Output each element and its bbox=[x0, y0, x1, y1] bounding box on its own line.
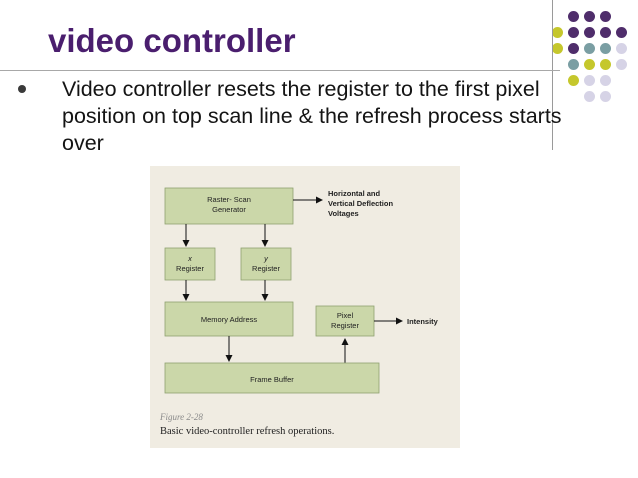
decor-dot bbox=[600, 75, 611, 86]
decor-dot bbox=[568, 75, 579, 86]
figure-image: Raster- Scan Generator Horizontal and Ve… bbox=[150, 166, 460, 448]
decor-dot bbox=[616, 43, 627, 54]
decor-dot bbox=[600, 91, 611, 102]
decor-dot bbox=[584, 59, 595, 70]
decor-dot bbox=[600, 11, 611, 22]
decor-dot bbox=[552, 43, 563, 54]
y-register-label-2: Register bbox=[252, 264, 280, 273]
pixel-register-box bbox=[315, 305, 375, 337]
intensity-label: Intensity bbox=[407, 317, 439, 326]
deflection-label-3: Voltages bbox=[328, 209, 359, 218]
block-diagram: Raster- Scan Generator Horizontal and Ve… bbox=[159, 187, 439, 437]
decor-dot bbox=[584, 75, 595, 86]
memory-address-label: Memory Address bbox=[201, 315, 258, 324]
deflection-label-1: Horizontal and bbox=[328, 189, 381, 198]
raster-scan-label-2: Generator bbox=[212, 205, 246, 214]
frame-buffer-box bbox=[164, 362, 380, 394]
y-register-box bbox=[240, 247, 292, 281]
figure-caption: Basic video-controller refresh operation… bbox=[160, 426, 334, 437]
decorative-vertical-rule bbox=[552, 0, 553, 150]
decor-dot bbox=[616, 27, 627, 38]
decor-dot bbox=[600, 59, 611, 70]
x-register-label-2: Register bbox=[176, 264, 204, 273]
decor-dot bbox=[568, 59, 579, 70]
decor-dot bbox=[600, 43, 611, 54]
memory-address-box bbox=[164, 301, 294, 337]
decor-dot bbox=[584, 43, 595, 54]
y-register-label-1: y bbox=[263, 254, 269, 263]
decor-dot bbox=[568, 43, 579, 54]
decor-dot bbox=[552, 27, 563, 38]
raster-scan-generator-box bbox=[164, 187, 294, 225]
raster-scan-label-1: Raster- Scan bbox=[207, 195, 251, 204]
figure-number: Figure 2-28 bbox=[159, 412, 203, 422]
slide-title: video controller bbox=[48, 22, 296, 59]
decor-dot bbox=[600, 27, 611, 38]
pixel-register-label-1: Pixel bbox=[337, 311, 354, 320]
bullet-dot-icon bbox=[18, 85, 26, 93]
title-underline-rule bbox=[0, 70, 560, 71]
decor-dot bbox=[568, 27, 579, 38]
x-register-label-1: x bbox=[187, 254, 192, 263]
decor-dot bbox=[584, 27, 595, 38]
frame-buffer-label: Frame Buffer bbox=[250, 375, 294, 384]
decor-dot bbox=[584, 11, 595, 22]
decor-dot bbox=[616, 59, 627, 70]
decor-dot bbox=[584, 91, 595, 102]
decor-dot bbox=[568, 11, 579, 22]
bullet-text: Video controller resets the register to … bbox=[62, 77, 562, 155]
pixel-register-label-2: Register bbox=[331, 321, 359, 330]
x-register-box bbox=[164, 247, 216, 281]
deflection-label-2: Vertical Deflection bbox=[328, 199, 393, 208]
